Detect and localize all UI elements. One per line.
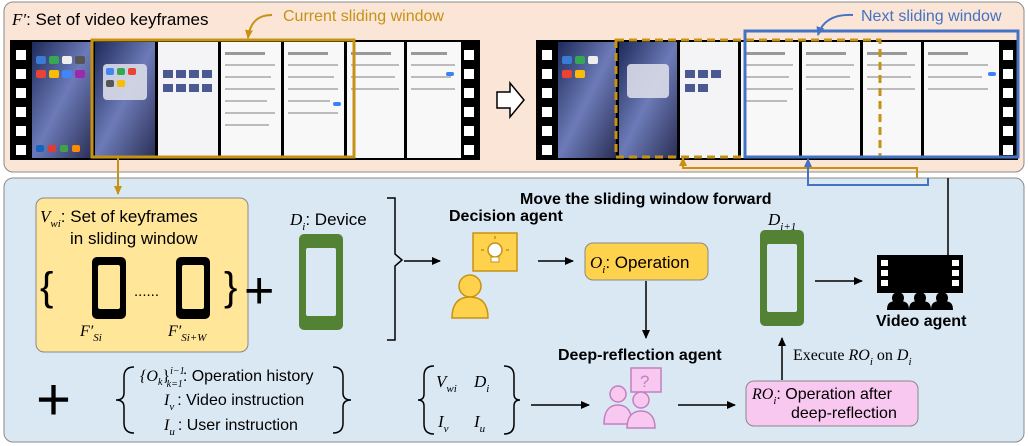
matrix-left-brace bbox=[417, 365, 435, 435]
svg-text:?: ? bbox=[640, 372, 649, 391]
keyframes-set-label: F′: Set of video keyframes bbox=[11, 10, 208, 29]
matrix-d: Di bbox=[473, 372, 489, 395]
decision-agent-label: Decision agent bbox=[449, 208, 563, 225]
keyframe-thumbnail bbox=[158, 42, 218, 158]
keyframes-window-title: Vwi: Set of keyframes bbox=[40, 207, 198, 230]
input-bracket bbox=[387, 197, 404, 341]
next-sliding-window bbox=[743, 29, 1020, 159]
current-sliding-window bbox=[90, 38, 356, 159]
last-frame-label: F′Si+W bbox=[167, 323, 207, 344]
filmstrip-right bbox=[536, 40, 1018, 160]
filmstrip-left bbox=[10, 40, 480, 160]
plus-sign-large: + bbox=[36, 366, 71, 433]
deep-reflection-agent-icon: ? bbox=[603, 367, 662, 429]
operation-label: Oi: Operation bbox=[590, 253, 689, 276]
keyframe-thumbnail bbox=[347, 42, 404, 158]
matrix-iu: Iu bbox=[473, 412, 486, 435]
reflected-operation-label: ROi: Operation after bbox=[751, 386, 893, 407]
keyframe-thumbnail bbox=[407, 42, 461, 158]
transition-arrow bbox=[496, 80, 525, 120]
first-frame-label: F′Si bbox=[79, 323, 102, 344]
video-instruction-label: Iv: Video instruction bbox=[163, 392, 304, 413]
device-label: Di: Device bbox=[289, 210, 367, 233]
video-agent-label: Video agent bbox=[876, 313, 967, 330]
video-agent-icon bbox=[877, 255, 963, 310]
execute-label: Execute ROi on Di bbox=[793, 347, 912, 368]
current-sliding-window-label: Current sliding window bbox=[283, 8, 444, 25]
matrix-right-brace bbox=[503, 365, 521, 435]
inputs-right-brace bbox=[332, 366, 352, 434]
svg-text:{: { bbox=[40, 265, 53, 309]
inputs-left-brace bbox=[115, 366, 135, 434]
keyframe-thumbnail bbox=[863, 42, 921, 158]
keyframe-thumbnail bbox=[802, 42, 860, 158]
operation-box bbox=[584, 242, 709, 281]
keyframes-ellipsis: ...... bbox=[134, 283, 159, 300]
reflected-operation-sublabel: deep-reflection bbox=[791, 405, 897, 422]
reflected-operation-box bbox=[745, 380, 919, 427]
move-window-label: Move the sliding window forward bbox=[520, 191, 772, 208]
keyframe-thumbnail bbox=[680, 42, 738, 158]
svg-text:}: } bbox=[224, 265, 237, 309]
keyframe-thumbnail bbox=[619, 42, 677, 158]
next-sliding-window-label: Next sliding window bbox=[861, 8, 1002, 25]
keyframe-thumbnail bbox=[924, 42, 999, 158]
decision-agent-icon bbox=[451, 232, 518, 319]
matrix-vw: Vwi bbox=[436, 372, 457, 395]
user-instruction-label: Iu: User instruction bbox=[163, 417, 298, 438]
plus-sign: + bbox=[244, 262, 274, 320]
matrix-iv: Iv bbox=[437, 412, 449, 435]
keyframes-window-subtitle: in sliding window bbox=[70, 229, 198, 248]
deep-reflection-agent-label: Deep-reflection agent bbox=[558, 347, 722, 364]
